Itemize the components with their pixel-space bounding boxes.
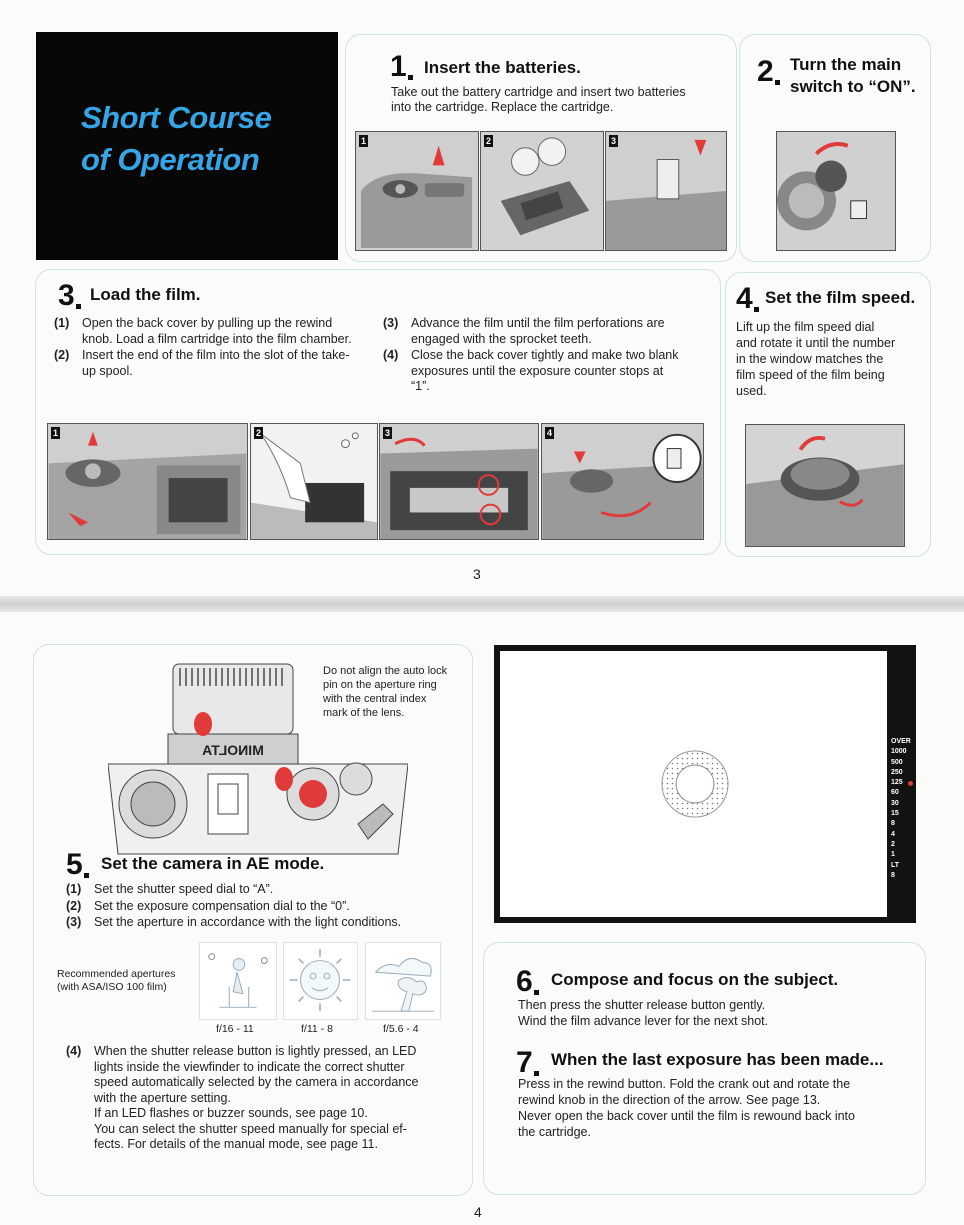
step1-text-line2: into the cartridge. Replace the cartridg… [391,100,614,114]
viewfinder-frame [500,651,887,917]
step4-line-3: in the window matches the [736,352,884,366]
step7-line-2: rewind knob in the direction of the arro… [518,1093,821,1107]
step4-line-5: used. [736,384,767,398]
title-line-1: Short Course [81,100,272,135]
step6-line-1: Then press the shutter release button ge… [518,998,766,1012]
camera-ae-mode-illustration: MINOLTA [107,663,409,855]
title-block: Short Course of Operation [36,32,338,260]
camera-top-diagram: MINOLTA [107,654,409,864]
step1-heading: Insert the batteries. [424,58,581,77]
open-back-cover-illustration [48,424,247,539]
step7-heading: When the last exposure has been made... [551,1050,884,1069]
page-number-4: 4 [474,1204,482,1220]
step5-item-4: (4) When the shutter release button is l… [66,1044,419,1151]
step4-line-1: Lift up the film speed dial [736,320,875,334]
step1-photo-tag-3: 3 [609,135,618,147]
step3-photo-tag-1: 1 [51,427,60,439]
callout-line-4: mark of the lens. [323,707,405,719]
led-indicator [908,781,913,787]
step7-line-3: Never open the back cover until the film… [518,1109,855,1123]
callout-line-2: pin on the aperture ring [323,679,437,691]
step1-number: 1 [390,50,413,83]
fstop-2: f/11 - 8 [301,1023,333,1035]
step1-photo-1: 1 [355,131,479,251]
step2-heading-line2: switch to “ON”. [790,77,916,96]
step3-number: 3 [58,279,81,312]
step7-line-4: the cartridge. [518,1125,591,1139]
page-number-3: 3 [473,566,481,582]
camera-battery-slot-illustration [606,132,726,250]
step3-photo-4: 4 [541,423,704,540]
callout-line-3: with the central index [323,693,427,705]
focusing-circle-icon [661,750,729,818]
step1-photo-tag-2: 2 [484,135,493,147]
viewfinder-display: OVER 1000 500 250 125 60 30 15 8 4 2 1 L… [494,645,916,923]
step3-list-left: (1) Open the back cover by pulling up th… [54,316,372,380]
step6-line-2: Wind the film advance lever for the next… [518,1014,769,1028]
battery-cartridge-illustration [481,132,603,250]
step7-line-1: Press in the rewind button. Fold the cra… [518,1077,851,1091]
step3-photo-tag-3: 3 [383,427,392,439]
step4-line-2: and rotate it until the number [736,336,896,350]
page-gap [0,596,964,612]
step3-item-2: (2) Insert the end of the film into the … [54,348,350,378]
close-back-cover-illustration [542,424,703,539]
page-4: MINOLTA Do not align the auto lock pin o… [0,612,964,1225]
step4-photo [745,424,905,547]
main-switch-illustration [777,132,895,250]
step5-item-1: (1)Set the shutter speed dial to “A”. [66,882,274,896]
step5-item-2: (2)Set the exposure compensation dial to… [66,898,350,913]
step1-photo-2: 2 [480,131,604,251]
step5-box [33,644,473,1196]
step5-item-3: (3)Set the aperture in accordance with t… [66,915,402,929]
step4-line-4: film speed of the film being [736,368,885,382]
recommended-apertures-label: Recommended apertures [57,968,176,980]
step3-item-4: (4) Close the back cover tightly and mak… [383,348,679,393]
step4-box [725,272,931,557]
sun-icon [283,942,358,1020]
step3-photo-tag-4: 4 [545,427,554,439]
camera-top-illustration [356,132,478,250]
step5-list: (1)Set the shutter speed dial to “A”. (2… [66,882,466,932]
step5-number: 5 [66,848,89,881]
fstop-3: f/5.6 - 4 [383,1023,419,1035]
mirrored-brand-text: MINOLTA [202,742,264,758]
step5-heading: Set the camera in AE mode. [101,854,325,873]
step3-photo-tag-2: 2 [254,427,263,439]
step3-heading: Load the film. [90,285,201,304]
step1-photo-tag-1: 1 [359,135,368,147]
cloudy-icon [365,942,441,1020]
step3-photo-2: 2 [250,423,378,540]
step3-photo-3: 3 [379,423,539,540]
insert-film-leader-illustration [251,424,377,539]
step3-list-right: (3) Advance the film until the film perf… [383,316,701,396]
step1-box [345,34,737,262]
recommended-apertures-sublabel: (with ASA/ISO 100 film) [57,981,167,993]
step3-box [35,269,721,555]
page-3: Short Course of Operation 1 Insert the b… [0,0,964,596]
advance-film-illustration [380,424,538,539]
step4-number: 4 [736,282,759,315]
step6-number: 6 [516,965,539,998]
fstop-1: f/16 - 11 [216,1023,254,1035]
step3-item-3: (3) Advance the film until the film perf… [383,316,665,346]
film-speed-dial-illustration [746,425,904,546]
step1-text-line1: Take out the battery cartridge and inser… [391,85,686,99]
shutter-speed-scale: OVER 1000 500 250 125 60 30 15 8 4 2 1 L… [891,737,915,881]
step6-7-box [483,942,926,1195]
step3-item-1: (1) Open the back cover by pulling up th… [54,316,352,346]
step2-number: 2 [757,55,780,88]
step4-heading: Set the film speed. [765,288,916,307]
step7-number: 7 [516,1046,539,1079]
bright-sun-snow-icon [199,942,277,1020]
step2-heading-line1: Turn the main [790,55,902,74]
step3-photo-1: 1 [47,423,248,540]
step2-photo [776,131,896,251]
step6-heading: Compose and focus on the subject. [551,970,839,989]
step1-photo-3: 3 [605,131,727,251]
step2-box [739,34,931,262]
title-line-2: of Operation [81,142,260,177]
callout-line-1: Do not align the auto lock [323,665,448,677]
